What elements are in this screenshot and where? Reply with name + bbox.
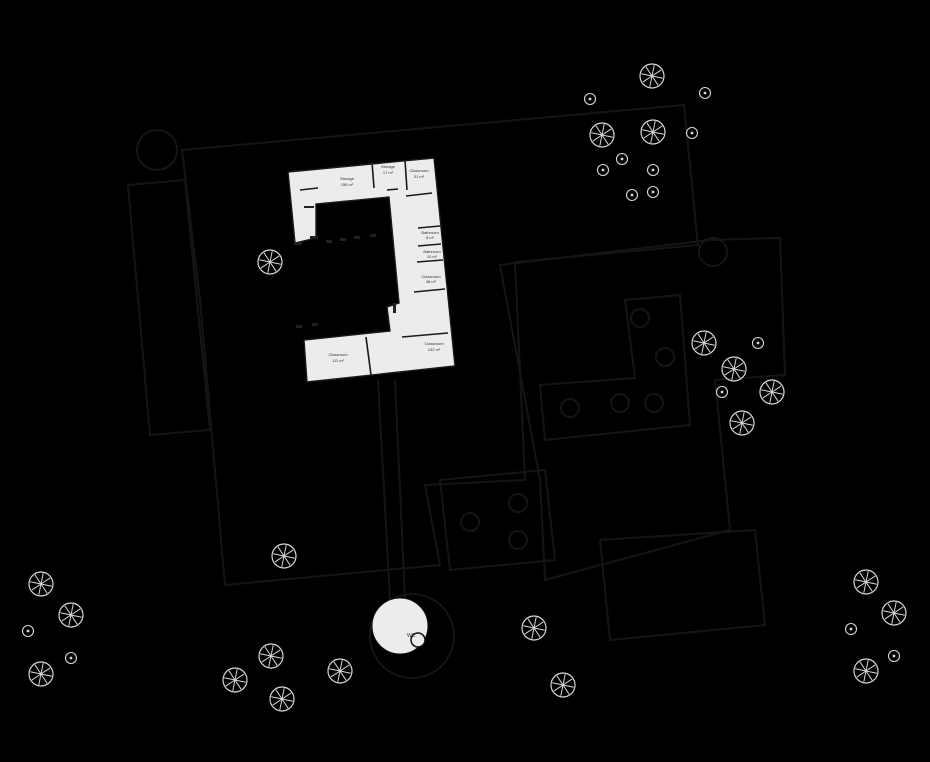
room-area-classroom-3: 111 m² xyxy=(332,358,345,363)
shrub-icon xyxy=(615,152,629,166)
tree-icon xyxy=(327,658,353,684)
gazebo: WC xyxy=(371,597,429,655)
corner-circle xyxy=(136,129,178,171)
tree-icon xyxy=(853,658,879,684)
shrub-icon xyxy=(751,336,765,350)
room-label-classroom-1: Classroom xyxy=(409,168,429,173)
tree-icon xyxy=(759,379,785,405)
tree-icon xyxy=(589,122,615,148)
planter xyxy=(630,308,650,328)
shrub-icon xyxy=(715,385,729,399)
room-label-storage-2: Storage xyxy=(381,164,396,169)
path-line xyxy=(394,379,406,601)
inner-wing-outline xyxy=(538,293,692,442)
planter xyxy=(508,493,528,513)
shrub-icon xyxy=(625,188,639,202)
planter xyxy=(560,398,580,418)
classroom-block: Storage 156 m² Storage 17 m² Classroom 3… xyxy=(287,157,456,383)
room-label-bathroom-2: Bathroom xyxy=(423,249,441,254)
tree-icon xyxy=(28,571,54,597)
shrub-icon xyxy=(646,185,660,199)
tree-icon xyxy=(271,543,297,569)
room-label-classroom-2: Classroom xyxy=(421,274,441,279)
wall-ticks xyxy=(294,206,396,328)
shrub-icon xyxy=(596,163,610,177)
main-building-outline xyxy=(180,103,700,587)
tree-icon xyxy=(691,330,717,356)
room-label-storage-1: Storage xyxy=(340,176,355,181)
tree-icon xyxy=(721,356,747,382)
tree-icon xyxy=(729,410,755,436)
shrub-icon xyxy=(685,126,699,140)
tree-icon xyxy=(640,119,666,145)
tree-icon xyxy=(28,661,54,687)
tree-icon xyxy=(269,686,295,712)
path-line-2 xyxy=(377,379,391,601)
tree-icon xyxy=(550,672,576,698)
tree-icon xyxy=(881,600,907,626)
room-area-storage-1: 156 m² xyxy=(341,182,354,187)
shrub-icon xyxy=(844,622,858,636)
tree-icon xyxy=(639,63,665,89)
planter xyxy=(610,393,630,413)
room-area-classroom-2: 38 m² xyxy=(426,279,437,284)
shrub-icon xyxy=(646,163,660,177)
room-area-bathroom-2: 10 m² xyxy=(427,254,438,259)
room-area-classroom-1: 31 m² xyxy=(414,174,425,179)
tree-icon xyxy=(853,569,879,595)
south-pavilion-outline xyxy=(598,528,767,642)
gazebo-ring xyxy=(369,593,455,679)
west-wing-outline xyxy=(126,178,212,437)
tree-icon xyxy=(521,615,547,641)
site-outlines xyxy=(126,103,787,679)
shrub-icon xyxy=(887,649,901,663)
shrub-icon xyxy=(21,624,35,638)
room-area-storage-2: 17 m² xyxy=(383,170,394,175)
shrub-icon xyxy=(698,86,712,100)
room-area-bathroom-1: 8 m² xyxy=(426,235,435,240)
planter xyxy=(460,512,480,532)
planter xyxy=(644,393,664,413)
planter xyxy=(508,530,528,550)
room-label-bathroom-1: Bathroom xyxy=(421,230,439,235)
courtyard-outline xyxy=(438,468,557,572)
tree-icon xyxy=(222,667,248,693)
tree-icon xyxy=(258,643,284,669)
shrub-icon xyxy=(64,651,78,665)
corner-circle-2 xyxy=(698,237,728,267)
east-wing-outline xyxy=(498,236,787,582)
room-label-classroom-4: Classroom xyxy=(424,341,444,346)
gazebo-inner-ring xyxy=(410,632,426,648)
shrub-icon xyxy=(583,92,597,106)
room-label-classroom-3: Classroom xyxy=(328,352,348,357)
room-area-classroom-4: 132 m² xyxy=(428,347,441,352)
interior-walls xyxy=(299,159,449,376)
tree-icon xyxy=(58,602,84,628)
tree-icon xyxy=(257,249,283,275)
planter xyxy=(655,347,675,367)
trees xyxy=(21,63,907,712)
gazebo-label: WC xyxy=(407,633,416,639)
